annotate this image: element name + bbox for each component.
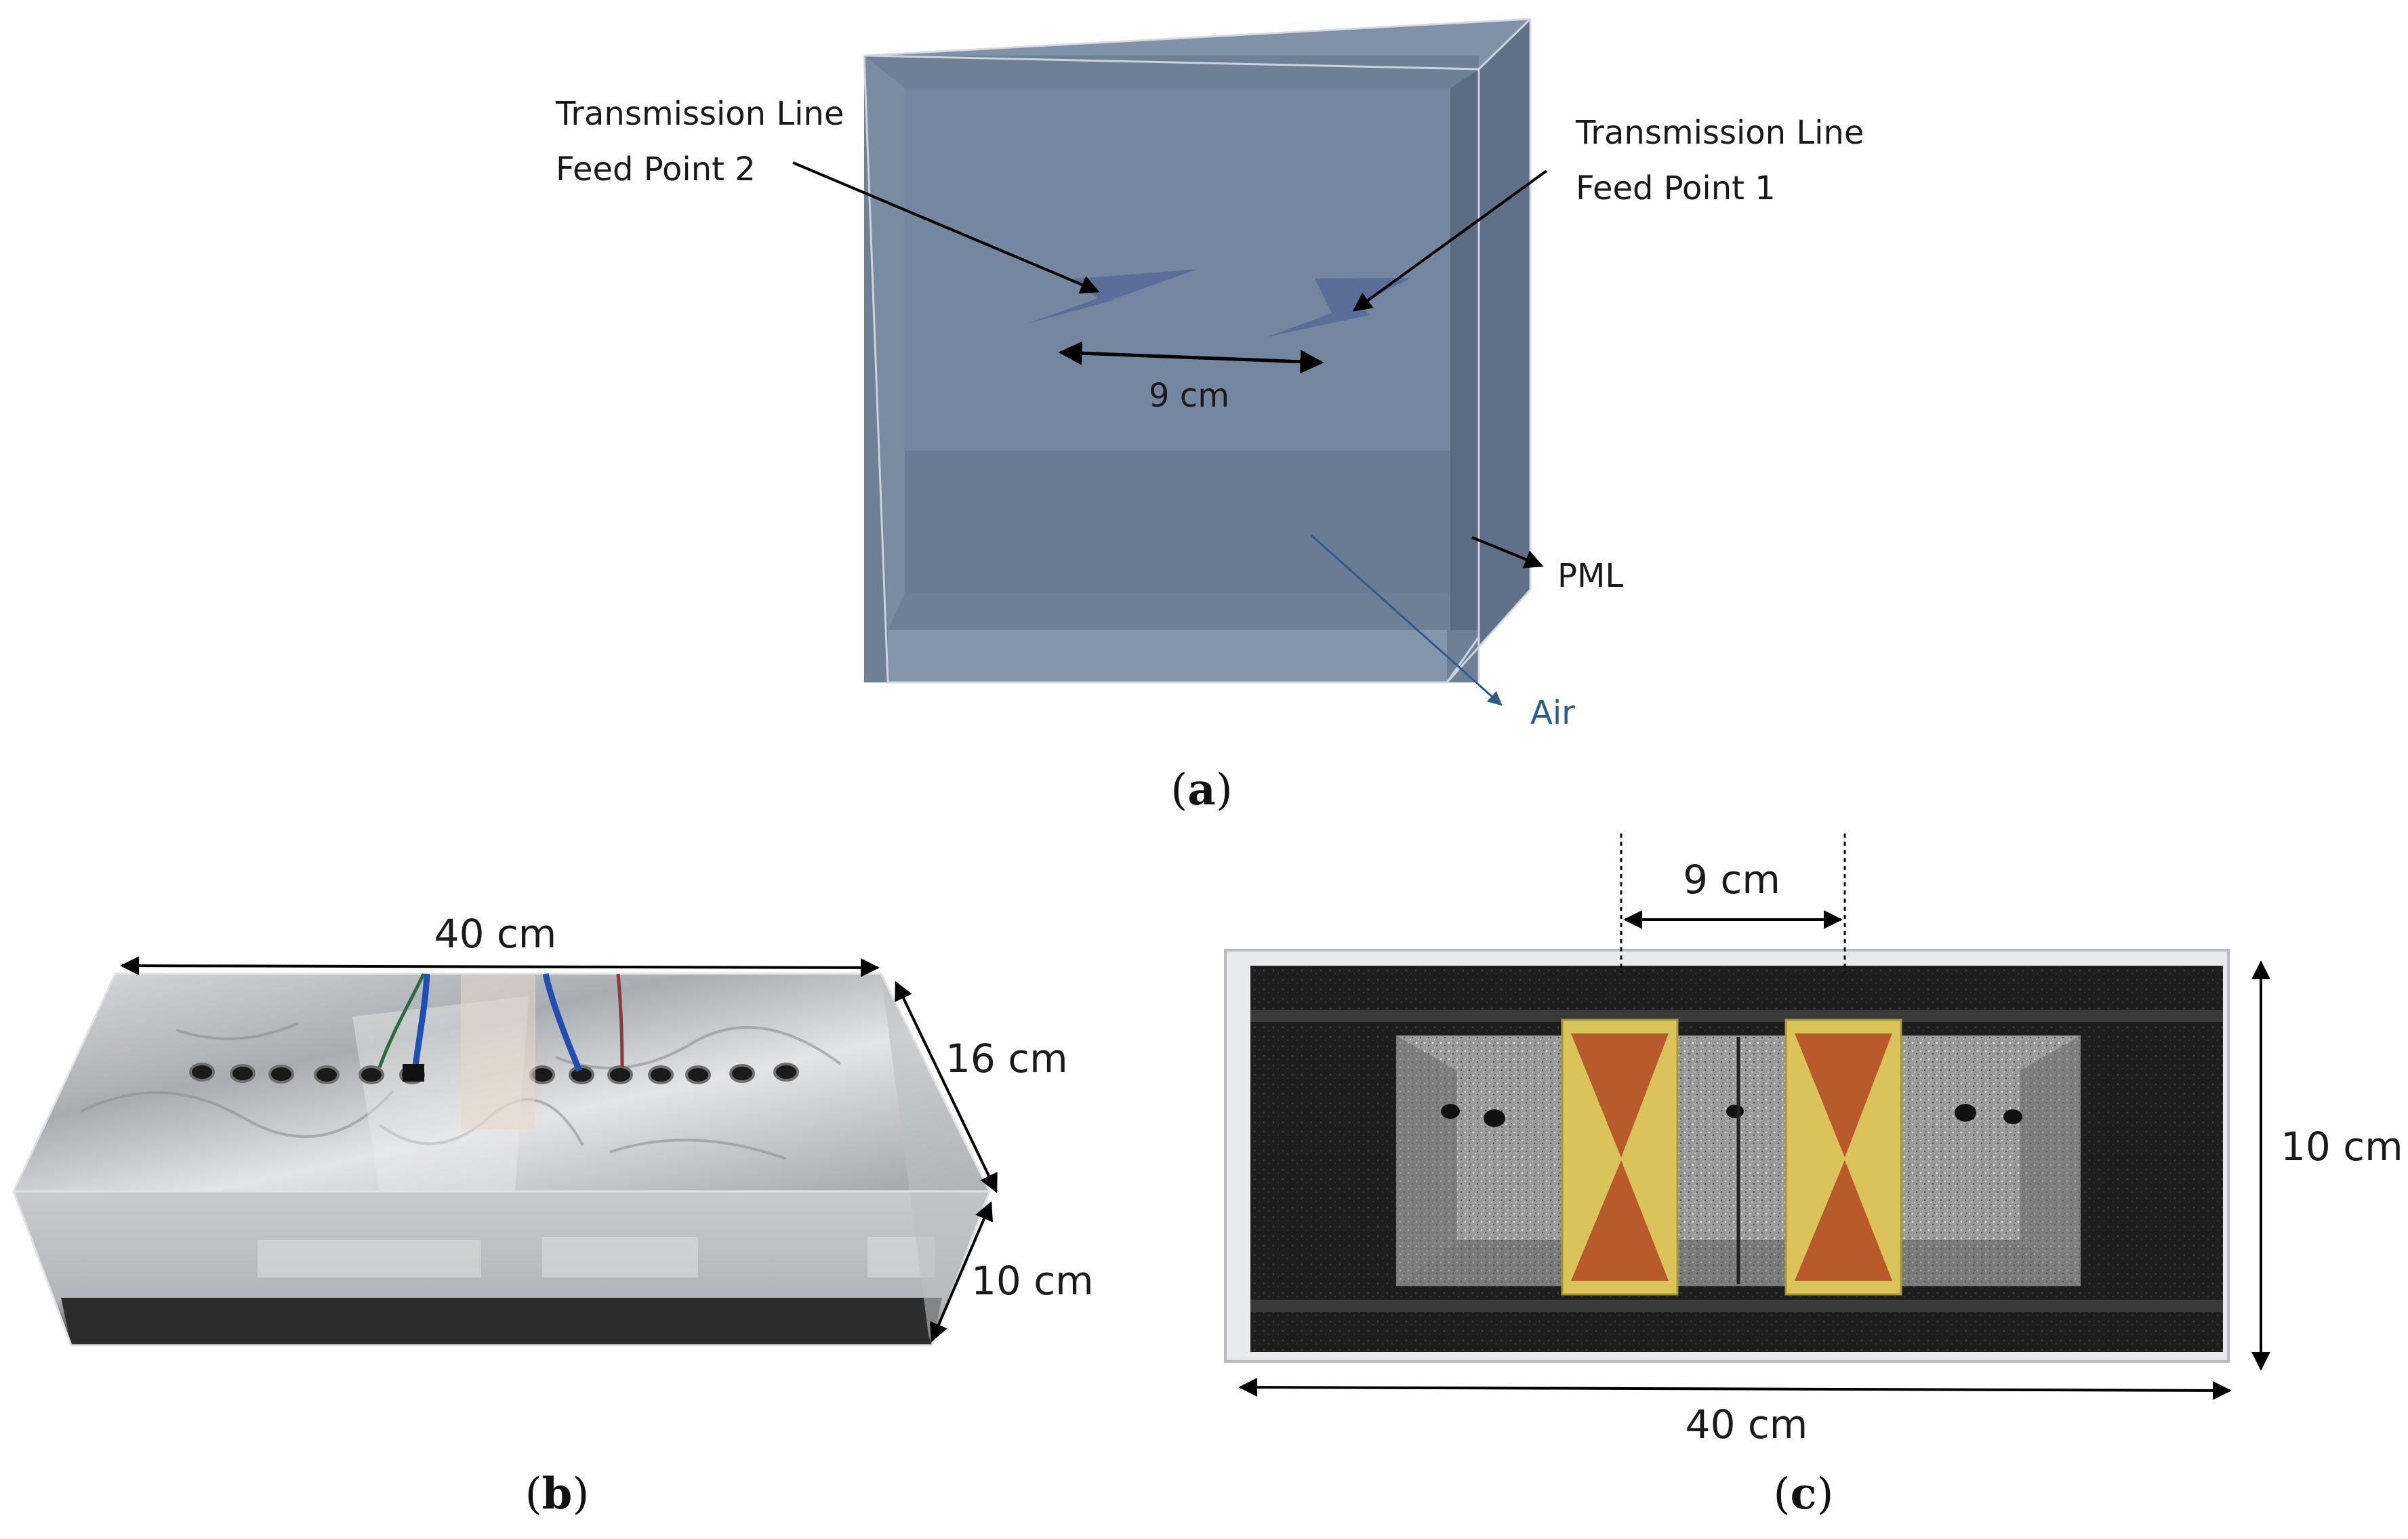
cable-4 (616, 973, 624, 1068)
phantom-inner-bottom (888, 630, 1447, 682)
length-40cm-arrow-c (1238, 1378, 2232, 1400)
panel-a-caption: (a) (1170, 764, 1232, 815)
panel-c-caption: (c) (1774, 1469, 1834, 1519)
connector (403, 1064, 424, 1082)
top-hole-row (1250, 1010, 2223, 1022)
bowtie-antenna-left (1561, 1019, 1679, 1296)
feed-point-1-label-line1: Transmission Line (1575, 114, 1864, 152)
spacing-9cm-label-c: 9 cm (1683, 857, 1780, 903)
feed-point-1-label-line2: Feed Point 1 (1576, 169, 1776, 207)
length-40cm-arrow (120, 956, 880, 977)
cable-2 (542, 973, 583, 1072)
phantom-inner-left-wall (864, 56, 905, 630)
antenna-feed-point-2 (1027, 269, 1198, 324)
panel-a: Transmission Line Feed Point 2 Transmiss… (555, 18, 1864, 815)
cable-3 (377, 972, 426, 1068)
feed-point-2-arrow (792, 161, 1100, 294)
feed-point-2-label-line1: Transmission Line (555, 95, 844, 133)
height-10cm-label-c: 10 cm (2281, 1124, 2403, 1170)
feed-point-1-arrow (1352, 169, 1548, 312)
pml-arrow (1471, 536, 1544, 569)
panel-b: 40 cm 16 cm 10 cm (b) (12, 911, 1094, 1519)
height-10cm-label: 10 cm (971, 1258, 1094, 1304)
length-40cm-label: 40 cm (434, 911, 557, 957)
height-10cm-arrow (930, 1201, 993, 1342)
pml-layer (1450, 69, 1479, 630)
length-40cm-label-c: 40 cm (1686, 1401, 1808, 1448)
air-arrow (1311, 534, 1503, 706)
air-label: Air (1530, 694, 1575, 732)
panel-b-caption: (b) (525, 1469, 590, 1519)
panel-c: 9 cm 10 cm 40 cm (c) (1224, 834, 2403, 1519)
bottom-hole-row (1250, 1300, 2223, 1312)
feed-point-2-label-line2: Feed Point 2 (556, 150, 756, 188)
spacing-9cm-arrow (1058, 341, 1324, 374)
width-16cm-arrow (895, 981, 998, 1193)
phantom-inner-floor (905, 451, 1450, 593)
pml-label: PML (1557, 557, 1623, 595)
antenna-feed-point-1 (1267, 278, 1411, 337)
cable-1 (411, 973, 430, 1071)
width-16cm-label: 16 cm (945, 1035, 1068, 1082)
bowtie-antenna-right (1784, 1019, 1902, 1296)
spacing-9cm-label: 9 cm (1149, 377, 1229, 415)
